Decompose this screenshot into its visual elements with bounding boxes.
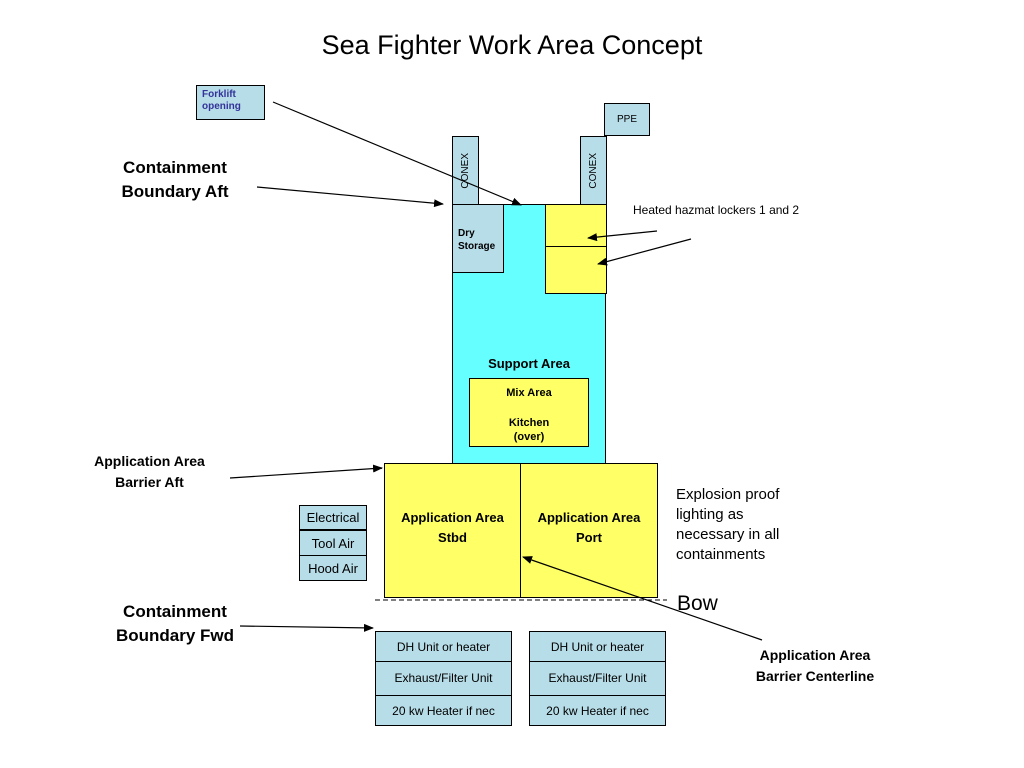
- forklift-opening-box: Forklift opening: [196, 85, 265, 120]
- hazmat-locker-2: [545, 246, 607, 294]
- locker-1-arrow: [587, 230, 658, 242]
- containment-fwd-arrow: [239, 623, 374, 632]
- locker-2-arrow: [597, 238, 692, 266]
- mix-area-box: Mix Area Kitchen (over): [469, 378, 589, 447]
- centerline-arrow: [522, 556, 763, 641]
- support-area-label: Support Area: [488, 356, 570, 371]
- heater-20kw-left: 20 kw Heater if nec: [375, 695, 512, 726]
- electrical-box: Electrical: [299, 505, 367, 530]
- containment-aft-arrow: [256, 186, 444, 208]
- diagram-title: Sea Fighter Work Area Concept: [321, 30, 703, 60]
- app-barrier-aft-arrow: [229, 464, 383, 479]
- app-barrier-centerline-label: Application Area Barrier Centerline: [755, 647, 875, 684]
- heated-lockers-label: Heated hazmat lockers 1 and 2: [633, 203, 800, 217]
- bow-label: Bow: [677, 592, 718, 615]
- conex-right: CONEX: [580, 136, 607, 205]
- containment-boundary-fwd-label: Containment Boundary Fwd: [115, 602, 235, 645]
- ppe-box: PPE: [604, 103, 650, 136]
- containment-boundary-aft-label: Containment Boundary Aft: [121, 158, 229, 201]
- application-area-port-label: Application Area Port: [537, 510, 641, 545]
- forklift-arrow: [272, 101, 522, 206]
- exhaust-filter-left: Exhaust/Filter Unit: [375, 661, 512, 696]
- hood-air-box: Hood Air: [299, 555, 367, 581]
- app-barrier-aft-label: Application Area Barrier Aft: [94, 453, 205, 490]
- application-area-port: Application Area Port: [520, 463, 658, 598]
- explosion-proof-note: Explosion proof lighting as necessary in…: [676, 486, 780, 563]
- mix-area-label: Mix Area: [506, 387, 552, 399]
- application-area-stbd: Application Area Stbd: [384, 463, 521, 598]
- heater-20kw-right: 20 kw Heater if nec: [529, 695, 666, 726]
- dh-unit-right: DH Unit or heater: [529, 631, 666, 662]
- kitchen-label: Kitchen (over): [508, 417, 550, 443]
- dry-storage-box: Dry Storage: [452, 204, 504, 273]
- application-area-stbd-label: Application Area Stbd: [401, 510, 504, 545]
